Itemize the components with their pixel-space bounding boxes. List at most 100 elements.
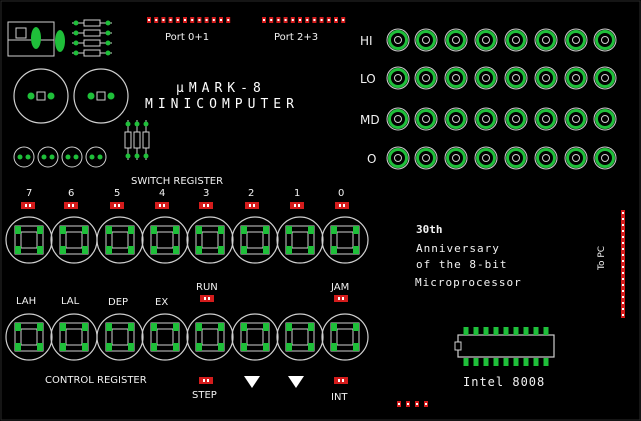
switch-pad [353,343,359,351]
switch-actuator [111,231,129,249]
test-point-hole [207,379,209,382]
switch-pad [308,246,314,254]
resistor-body [142,131,150,149]
led-pad-ring [595,68,615,88]
port-right-label: Port 2+3 [274,32,319,43]
switch-body [105,225,135,255]
small-capacitor [85,146,107,168]
resistor-pad [134,121,140,127]
led-center [394,36,402,44]
test-point-hole [338,297,340,300]
header-pin-hole [622,284,624,286]
led-pad-ring [416,148,436,168]
switch-pad [128,343,134,351]
led-pad-ring [388,30,408,50]
led-center [452,154,460,162]
switch-pad [331,343,337,351]
switch-pad [196,323,202,331]
switch-pad [128,226,134,234]
switch-pad [196,343,202,351]
header-pin-hole [425,403,427,405]
small-capacitor-pad [41,154,47,160]
resistor-body [83,39,101,47]
switch-pad [60,323,66,331]
switch-body [150,225,180,255]
test-point-hole [204,297,206,300]
led-center [572,115,580,123]
switch-pad [308,226,314,234]
header-pin-hole [622,266,624,268]
led-outline [474,146,498,170]
capacitor-pad [27,92,35,100]
small-capacitor-row [13,146,107,168]
intel-8008-chip [454,327,555,366]
switch-outline [141,313,189,361]
switch-pad [263,343,269,351]
switch-pad [241,246,247,254]
switch-pad [353,226,359,234]
test-point [334,377,348,384]
switch-body [14,322,44,352]
header-pin-hole [622,296,624,298]
switch-pad [173,246,179,254]
small-capacitor [61,146,83,168]
port-left-label: Port 0+1 [165,32,210,43]
switch-pad [263,226,269,234]
resistor-pad [73,20,79,26]
switch-register-label: SWITCH REGISTER [131,176,224,187]
header-pin-hole [622,242,624,244]
switch-pad [106,226,112,234]
control-register-row [5,313,369,361]
led-center [601,36,609,44]
header-pin-hole [191,19,194,21]
switch-pad [331,323,337,331]
led-pad-ring [388,148,408,168]
led-pad-ring [446,68,466,88]
switch-body [195,322,225,352]
chip-pin-top [473,327,479,335]
test-point-hole [207,204,209,207]
header-pin-hole [291,19,294,21]
chip-pin-top [503,327,509,335]
switch-pad [15,226,21,234]
switch-pad [173,323,179,331]
led-center [394,74,402,82]
led-pad-ring [476,68,496,88]
switch-pad [82,343,88,351]
switch-actuator [20,231,38,249]
test-point-hole [29,204,31,207]
test-point [199,202,213,209]
test-point-hole [25,204,27,207]
jam-label: JAM [331,282,350,293]
control-register-label: CONTROL REGISTER [45,375,147,386]
header-pin-hole [622,248,624,250]
resistor-pad [105,40,111,46]
led-outline [564,28,588,52]
led-outline [593,66,617,90]
switch-body [285,322,315,352]
led-center [601,115,609,123]
switch-outline [321,313,369,361]
test-point-hole [114,204,116,207]
test-point [290,202,304,209]
switch-pad [106,323,112,331]
led-center [601,74,609,82]
header-pin-hole [622,212,624,214]
led-pad-ring [416,30,436,50]
led-outline [593,107,617,131]
test-point-hole [118,204,120,207]
small-capacitor-pad [73,154,79,160]
header-pin-hole [622,290,624,292]
capacitor-pad [47,92,55,100]
switch-pad [128,246,134,254]
led-pad-ring [506,148,526,168]
switch-pad [286,323,292,331]
switch-actuator [111,328,129,346]
switch-actuator [291,328,309,346]
led-center [482,115,490,123]
led-outline [593,146,617,170]
header-pin-hole [205,19,208,21]
switch-pad [353,246,359,254]
led-center [452,36,460,44]
